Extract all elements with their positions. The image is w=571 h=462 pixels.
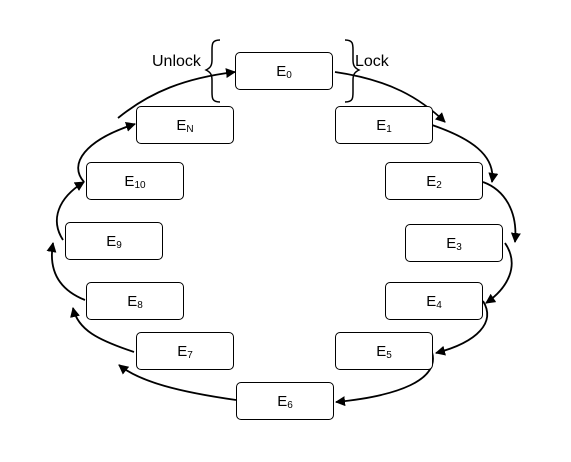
edge-e6-e7 — [118, 364, 237, 401]
edge-e2-e3 — [482, 181, 521, 243]
edge-e1-e2 — [431, 124, 499, 183]
right-brace — [344, 39, 361, 103]
edge-e8-e9 — [46, 242, 86, 301]
edge-e4-e5 — [435, 300, 489, 356]
edge-e9-e10 — [55, 181, 85, 241]
unlock-label: Unlock — [152, 53, 201, 70]
edge-en-e0 — [117, 68, 236, 119]
lock-label: Lock — [355, 53, 389, 70]
edge-e3-e4 — [485, 242, 513, 304]
edge-e10-en — [77, 121, 136, 183]
edge-e7-e8 — [70, 307, 135, 353]
left-brace — [204, 39, 221, 103]
edge-e0-e1 — [334, 71, 446, 123]
